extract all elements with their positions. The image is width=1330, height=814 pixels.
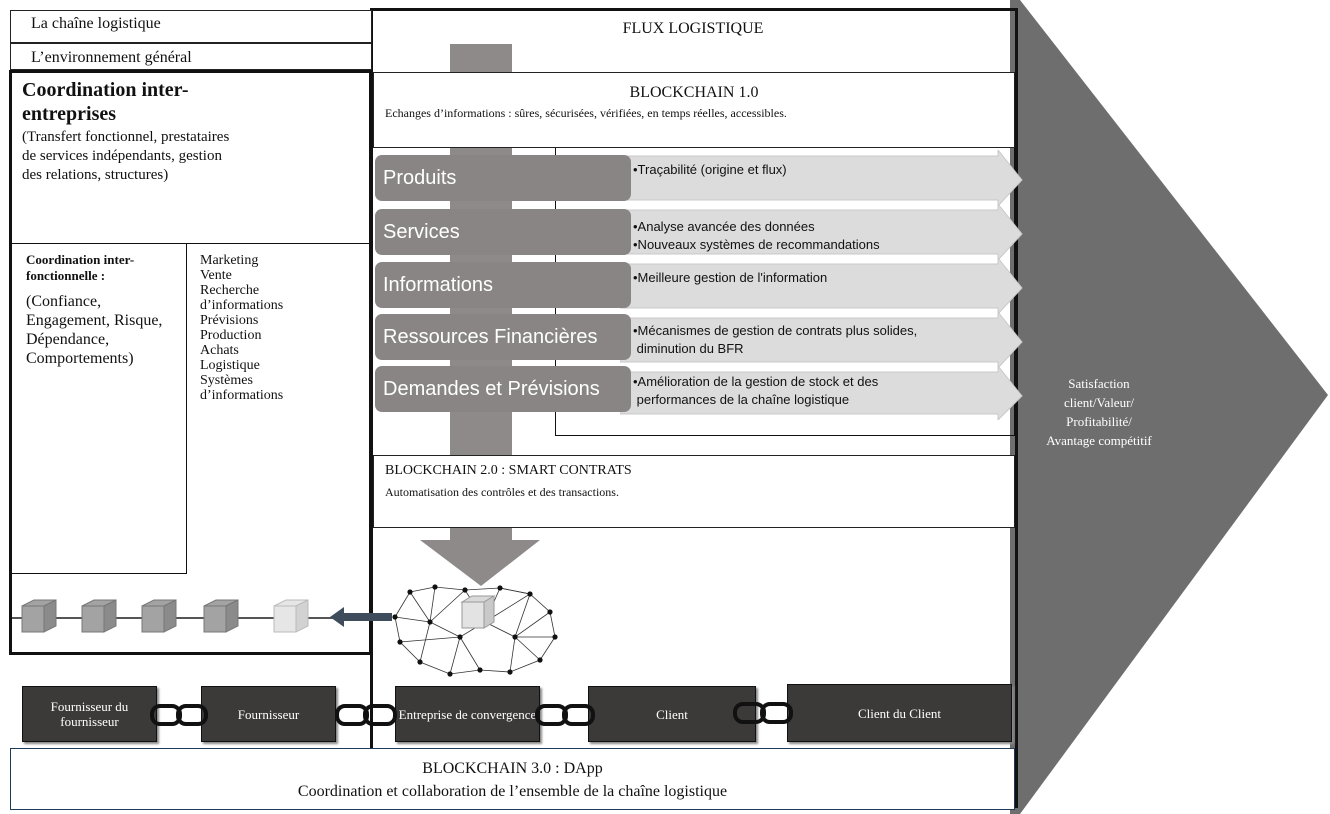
bullet-item: •Traçabilité (origine et flux)	[633, 162, 787, 177]
environment-label: L’environnement général	[10, 43, 372, 70]
blockchain2-box	[373, 455, 1015, 528]
block-chain	[12, 599, 342, 633]
function-item: Systèmes	[200, 373, 253, 388]
bullet-item: •Analyse avancée des données	[633, 219, 815, 234]
blockchain3-box	[10, 748, 1015, 810]
function-item: Prévisions	[200, 313, 259, 328]
bullets-produits: •Traçabilité (origine et flux)	[633, 161, 1003, 179]
blockchain1-box	[373, 72, 1015, 148]
category-informations: Informations	[375, 262, 631, 308]
inter-fonctionnelle-title: Coordination inter-fonctionnelle :	[26, 252, 135, 283]
inter-entreprises-title: Coordination inter-entreprises	[22, 79, 189, 125]
network-graphic	[392, 584, 558, 677]
function-item: d’informations	[200, 388, 284, 403]
function-item: Logistique	[200, 358, 260, 373]
outcome-line: Profitabilité/	[1066, 414, 1132, 429]
down-arrow	[420, 528, 540, 586]
bullet-item: •Nouveaux systèmes de recommandations	[633, 237, 880, 252]
category-ressources: Ressources Financières	[375, 314, 631, 360]
chain-link-icon	[535, 704, 595, 726]
function-item: Achats	[200, 343, 239, 358]
function-item: Marketing	[200, 253, 259, 268]
bullets-ressources: •Mécanismes de gestion de contrats plus …	[633, 322, 1003, 358]
block-icon	[141, 599, 177, 633]
block-icon	[273, 599, 309, 633]
outcome-text: Satisfaction client/Valeur/ Profitabilit…	[1025, 374, 1173, 450]
bullets-informations: •Meilleure gestion de l'information	[633, 269, 1003, 287]
function-item: d’informations	[200, 298, 284, 313]
blockchain1-subtitle: Echanges d’informations : sûres, sécuris…	[385, 106, 787, 120]
bullet-item: •Amélioration de la gestion de stock et …	[633, 374, 879, 389]
coordination-panel	[9, 70, 372, 655]
outcome-line: Satisfaction	[1068, 376, 1130, 391]
actor-fournisseur-du-fournisseur: Fournisseur du fournisseur	[22, 686, 157, 742]
bullet-item: •Meilleure gestion de l'information	[633, 270, 828, 285]
functions-list: Marketing Vente Recherche d’informations…	[200, 253, 320, 403]
function-item: Recherche	[200, 283, 260, 298]
block-icon	[81, 599, 117, 633]
inter-entreprises-detail: (Transfert fonctionnel, prestataires de …	[22, 129, 230, 183]
bullet-item: diminution du BFR	[633, 341, 744, 356]
chain-link-icon	[335, 704, 397, 726]
function-item: Production	[200, 328, 262, 343]
block-icon	[21, 599, 57, 633]
category-arrows	[620, 150, 1023, 420]
category-services: Services	[375, 209, 631, 255]
inter-fonctionnelle-box	[12, 244, 187, 574]
bullet-item: •Mécanismes de gestion de contrats plus …	[633, 323, 918, 338]
chain-title: La chaîne logistique	[10, 10, 372, 43]
chain-link-icon	[150, 704, 208, 726]
outcome-line: client/Valeur/	[1063, 395, 1135, 410]
category-produits: Produits	[375, 155, 631, 201]
inter-fonctionnelle-detail: (Confiance, Engagement, Risque, Dépendan…	[26, 293, 163, 367]
divider	[12, 243, 370, 244]
category-demandes: Demandes et Prévisions	[375, 366, 631, 412]
chain-link-icon	[733, 702, 793, 724]
blockchain1-title: BLOCKCHAIN 1.0	[629, 84, 759, 101]
bullets-demandes: •Amélioration de la gestion de stock et …	[633, 373, 1003, 409]
blockchain3-subtitle: Coordination et collaboration de l’ensem…	[297, 783, 728, 800]
block-icon	[203, 599, 239, 633]
actor-entreprise-de-convergence: Entreprise de convergence	[395, 686, 540, 742]
blockchain2-subtitle: Automatisation des contrôles et des tran…	[385, 485, 619, 499]
blockchain3-title: BLOCKCHAIN 3.0 : DApp	[422, 760, 603, 777]
actor-client-du-client: Client du Client	[787, 684, 1012, 742]
flux-title: FLUX LOGISTIQUE	[622, 20, 764, 37]
bullet-item: performances de la chaîne logistique	[633, 392, 850, 407]
bullets-services: •Analyse avancée des données •Nouveaux s…	[633, 218, 1003, 254]
actor-fournisseur: Fournisseur	[201, 686, 336, 742]
actor-client: Client	[588, 686, 756, 742]
outcome-chevron	[1010, 0, 1328, 814]
left-arrow	[330, 607, 392, 627]
blockchain2-title: BLOCKCHAIN 2.0 : SMART CONTRATS	[385, 463, 632, 478]
block-icon	[460, 595, 496, 629]
function-item: Vente	[200, 268, 232, 283]
outcome-line: Avantage compétitif	[1046, 433, 1152, 448]
